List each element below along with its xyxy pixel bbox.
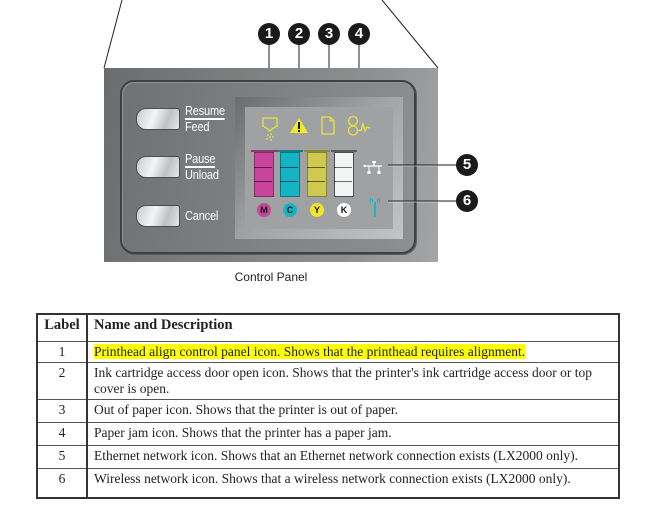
printhead-align-icon [262, 117, 278, 141]
out-of-paper-icon [321, 116, 335, 135]
callout-badge-4: 4 [348, 23, 370, 45]
feed-label: Feed [185, 120, 210, 134]
row-label: 4 [36, 422, 88, 446]
resume-label: Resume [185, 104, 225, 120]
paper-jam-icon [347, 115, 371, 136]
row-label: 2 [36, 362, 88, 400]
row-label: 3 [36, 399, 88, 423]
row-description: Wireless network icon. Shows that a wire… [86, 468, 620, 499]
callout-badge-1: 1 [258, 23, 280, 45]
icon-description-table: Label Name and Description 1 Printhead a… [36, 313, 620, 499]
resume-feed-button-key[interactable] [136, 108, 180, 130]
table-row: 6 Wireless network icon. Shows that a wi… [36, 468, 620, 499]
callout-badge-3: 3 [318, 23, 340, 45]
table-row: 2 Ink cartridge access door open icon. S… [36, 362, 620, 400]
table-row: 5 Ethernet network icon. Shows that an E… [36, 445, 620, 469]
unload-label: Unload [185, 168, 219, 182]
ink-cartridge-yellow [304, 150, 330, 197]
ink-cartridge-black [331, 150, 357, 197]
ink-badge-black: K [337, 203, 351, 217]
pause-label: Pause [185, 152, 216, 168]
table-row: 3 Out of paper icon. Shows that the prin… [36, 399, 620, 423]
callout-badge-6: 6 [456, 190, 478, 212]
control-panel: Resume Feed Pause Unload Cancel [104, 68, 438, 262]
row-label: 1 [36, 341, 88, 363]
cancel-button-key[interactable] [136, 205, 180, 227]
cancel-label: Cancel [185, 209, 219, 223]
pause-unload-button-key[interactable] [136, 156, 180, 178]
table-row: 1 Printhead align control panel icon. Sh… [36, 341, 620, 363]
warning-triangle-icon [290, 118, 308, 133]
header-label: Label [36, 313, 88, 342]
row-description-highlighted: Printhead align control panel icon. Show… [94, 344, 526, 359]
ink-cartridge-magenta [251, 150, 277, 197]
figure-caption: Control Panel [234, 270, 308, 284]
ink-badge-cyan: C [283, 203, 297, 217]
callout-badge-2: 2 [288, 23, 310, 45]
resume-feed-button[interactable]: Resume Feed [136, 104, 230, 134]
table-header-row: Label Name and Description [36, 313, 620, 342]
ethernet-icon [363, 161, 382, 174]
cancel-button[interactable]: Cancel [136, 203, 223, 229]
callout-badge-5: 5 [456, 154, 478, 176]
header-description: Name and Description [86, 313, 620, 342]
row-description: Ethernet network icon. Shows that an Eth… [86, 445, 620, 469]
table-row: 4 Paper jam icon. Shows that the printer… [36, 422, 620, 446]
status-display: M C Y K [245, 107, 393, 229]
ink-cartridge-cyan [277, 150, 303, 197]
row-label: 6 [36, 468, 88, 499]
pause-unload-button[interactable]: Pause Unload [136, 152, 223, 182]
status-display-bezel: M C Y K [235, 97, 403, 239]
row-description: Ink cartridge access door open icon. Sho… [86, 362, 620, 400]
row-label: 5 [36, 445, 88, 469]
pointer-lines-5-6 [388, 164, 460, 203]
row-description: Paper jam icon. Shows that the printer h… [86, 422, 620, 446]
ink-badge-magenta: M [257, 203, 271, 217]
row-description: Out of paper icon. Shows that the printe… [86, 399, 620, 423]
wireless-icon [369, 197, 381, 217]
ink-badge-yellow: Y [310, 203, 324, 217]
